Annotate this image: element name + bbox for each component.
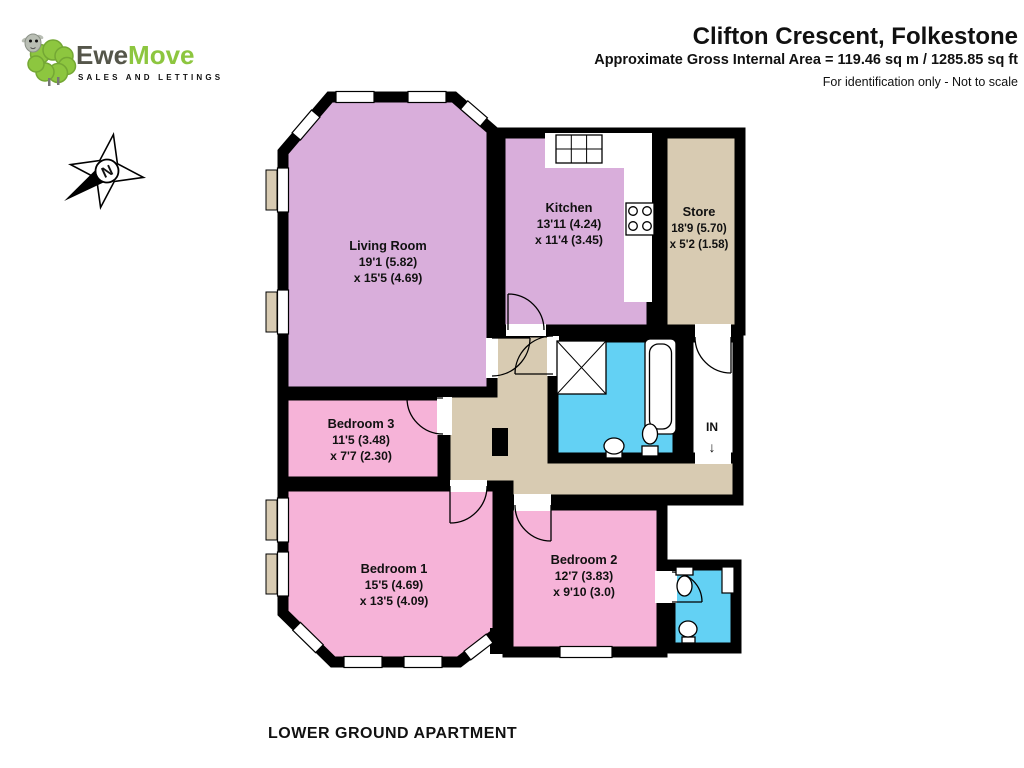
- sink-bowl: [603, 437, 625, 455]
- sheep-eye: [29, 39, 32, 43]
- entrance-label: IN: [706, 420, 718, 434]
- sink-icon: [681, 636, 696, 644]
- page-subtitle: Approximate Gross Internal Area = 119.46…: [594, 52, 1018, 68]
- window: [403, 655, 443, 669]
- label-bedroom-3-dim2: x 7'7 (2.30): [330, 449, 392, 463]
- toilet-icon: [641, 423, 659, 445]
- sink-bowl: [678, 620, 698, 638]
- label-living-room-name: Living Room: [349, 238, 427, 253]
- brand-wordmark: EweMove: [76, 40, 195, 70]
- window: [276, 167, 290, 213]
- door-gap-small-bathroom: [655, 571, 677, 603]
- toilet-tank: [641, 445, 659, 457]
- label-bedroom-2-name: Bedroom 2: [551, 552, 618, 567]
- door-arc-bedroom-3: [406, 397, 444, 435]
- door-arc-bedroom-1: [449, 485, 488, 524]
- window: [343, 655, 383, 669]
- door-openings: [437, 324, 731, 603]
- room-bedroom-3: [277, 389, 449, 488]
- window-sill: [265, 499, 278, 541]
- window-sill: [265, 553, 278, 595]
- toilet-tank: [675, 566, 694, 576]
- door-arc-bedroom-2: [514, 504, 552, 542]
- label-bedroom-1-name: Bedroom 1: [361, 561, 428, 576]
- brand-tagline: SALES AND LETTINGS: [78, 73, 223, 82]
- window: [291, 109, 321, 141]
- door-gap-living: [486, 338, 498, 378]
- page-disclaimer: For identification only - Not to scale: [823, 75, 1018, 89]
- wall-stub: [492, 428, 508, 456]
- room-bedroom-1: [277, 480, 504, 668]
- window: [276, 289, 290, 335]
- windows-group: [276, 90, 613, 669]
- window: [276, 551, 290, 597]
- kitchen-counter: [545, 133, 652, 302]
- label-store-dim2: x 5'2 (1.58): [670, 238, 729, 251]
- door-gap-store: [695, 324, 731, 344]
- sheep-icon: [27, 39, 77, 84]
- label-store-dim1: 18'9 (5.70): [671, 222, 727, 235]
- stove-burner: [642, 221, 652, 231]
- label-store-name: Store: [683, 204, 716, 219]
- label-bedroom-3-name: Bedroom 3: [328, 416, 395, 431]
- door-arcs: [406, 293, 732, 603]
- window-sills: [265, 169, 278, 595]
- compass-rose: N: [64, 131, 147, 211]
- label-bedroom-1-dim1: 15'5 (4.69): [365, 578, 423, 592]
- label-kitchen-name: Kitchen: [546, 200, 593, 215]
- fixtures-group: [555, 134, 735, 644]
- label-kitchen-dim1: 13'11 (4.24): [537, 217, 602, 231]
- door-gap-bedroom-2: [514, 494, 551, 511]
- door-gap-bedroom-1: [450, 480, 487, 492]
- window-sill: [265, 169, 278, 211]
- compass-hub: [94, 158, 120, 184]
- label-bedroom-1-dim2: x 13'5 (4.09): [360, 594, 429, 608]
- entrance-arrow-icon: ↓: [709, 439, 716, 455]
- room-labels: Living Room 19'1 (5.82) x 15'5 (4.69) Ki…: [328, 200, 729, 608]
- door-arc-kitchen: [507, 293, 545, 331]
- page-title: Clifton Crescent, Folkestone: [693, 23, 1018, 50]
- bathtub-inner: [648, 343, 673, 430]
- window-sill: [265, 291, 278, 333]
- label-bedroom-2-dim1: 12'7 (3.83): [555, 569, 613, 583]
- sheep-leg: [48, 78, 51, 86]
- window: [291, 621, 325, 654]
- floor-label: LOWER GROUND APARTMENT: [268, 725, 517, 742]
- window: [463, 633, 494, 661]
- door-gap-bathroom: [547, 336, 559, 376]
- shower-cross: [556, 340, 607, 395]
- window: [407, 90, 447, 104]
- room-store: [656, 127, 746, 336]
- kitchen-unit-grid: [556, 135, 602, 163]
- ewemove-logo: EweMove SALES AND LETTINGS: [21, 33, 223, 86]
- toilet-icon: [676, 575, 693, 597]
- window: [276, 497, 290, 543]
- label-bedroom-2-dim2: x 9'10 (3.0): [553, 585, 615, 599]
- sheep-face: [24, 33, 42, 53]
- sheep-eye: [35, 39, 38, 43]
- sheep-smile: [30, 47, 36, 50]
- stove-burner: [642, 206, 652, 216]
- wall-patch: [490, 628, 512, 654]
- window: [459, 99, 489, 128]
- stove-burner: [628, 206, 638, 216]
- label-bedroom-3-dim1: 11'5 (3.48): [332, 433, 390, 447]
- door-gap-bedroom-3: [437, 397, 452, 435]
- door-gap-kitchen: [506, 324, 546, 336]
- sheep-leg: [57, 77, 60, 85]
- window: [335, 90, 375, 104]
- radiator-icon: [721, 566, 735, 594]
- label-kitchen-dim2: x 11'4 (3.45): [535, 233, 603, 247]
- window: [559, 645, 613, 659]
- stove-burner: [628, 221, 638, 231]
- door-gap-entry: [695, 452, 731, 464]
- door-arc-store: [694, 336, 732, 374]
- label-living-room-dim2: x 15'5 (4.69): [354, 271, 423, 285]
- label-living-room-dim1: 19'1 (5.82): [359, 255, 417, 269]
- door-arc-bathroom: [514, 335, 554, 375]
